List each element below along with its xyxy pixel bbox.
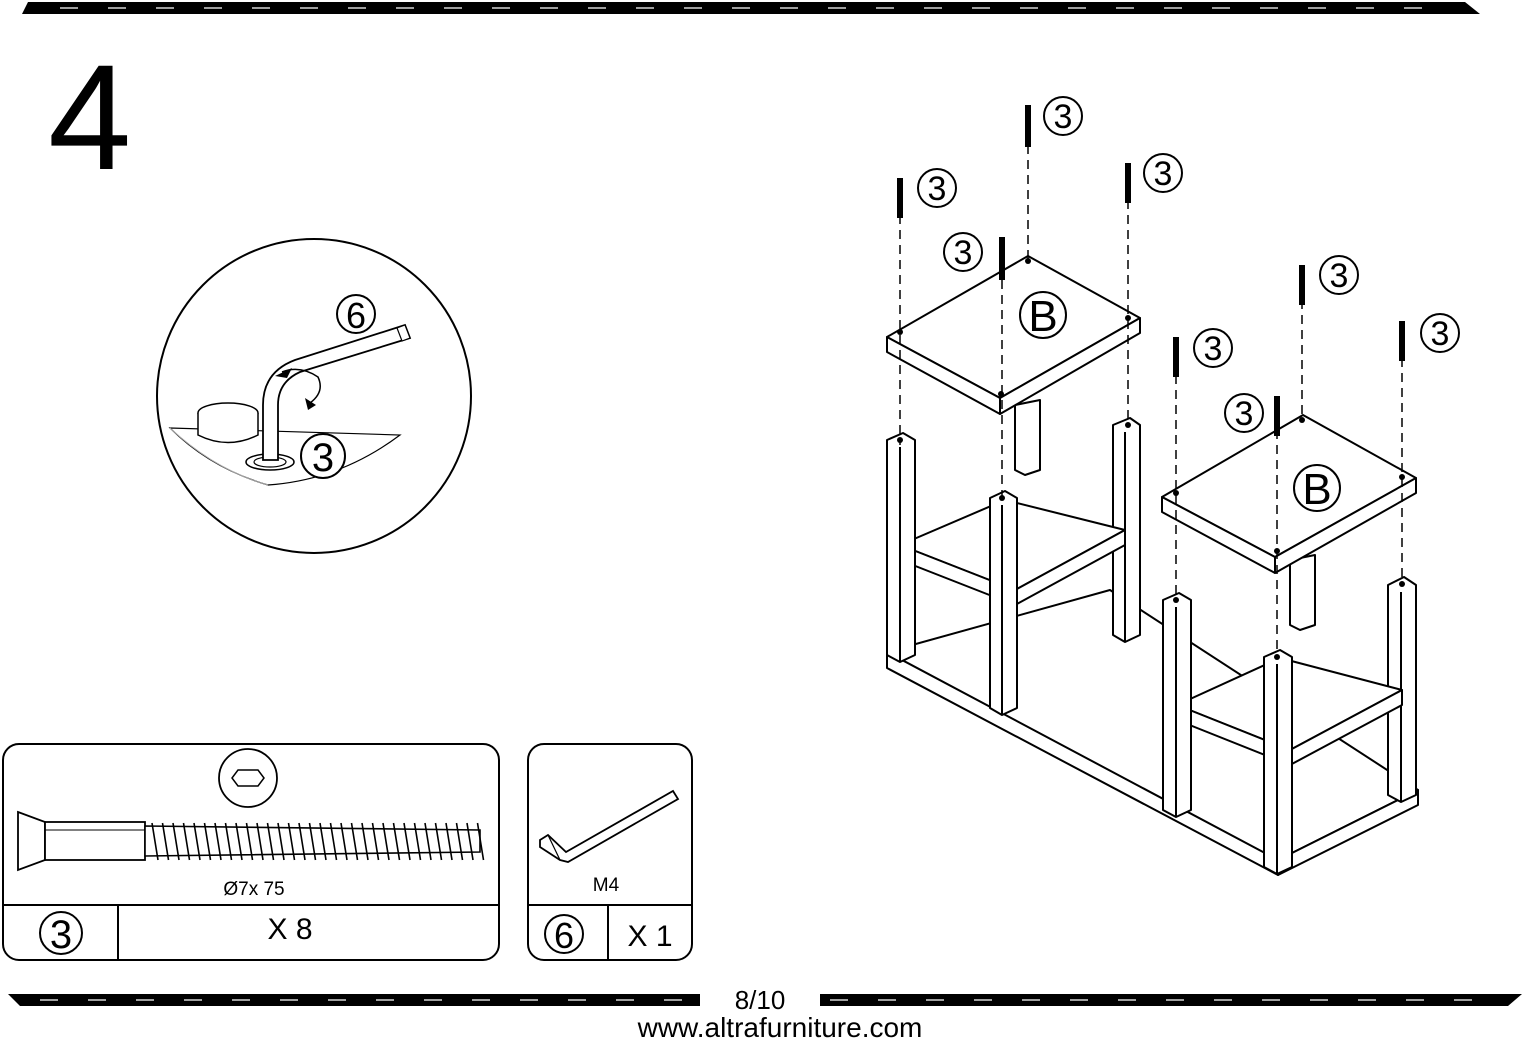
screw-callout-8: 3 <box>1235 395 1254 433</box>
screw-callout-4: 3 <box>954 234 973 272</box>
top-banner-bar <box>22 2 1480 14</box>
website-url: www.altrafurniture.com <box>637 1012 923 1043</box>
screw-callout-1: 3 <box>928 170 947 208</box>
detail-screw-callout: 3 <box>312 436 334 480</box>
allen-key-part-number: 6 <box>554 915 574 956</box>
page-number: 8/10 <box>700 985 820 1015</box>
allen-key-part-box <box>527 743 693 961</box>
screw-callout-2: 3 <box>1054 98 1073 136</box>
allen-key-quantity: X 1 <box>627 920 672 953</box>
allen-key-spec: M4 <box>593 875 620 896</box>
bottom-banner-bar-left <box>8 994 722 1006</box>
screw-callout-3: 3 <box>1154 155 1173 193</box>
bottom-banner-bar-right <box>804 994 1522 1006</box>
screw-part-box <box>2 743 500 961</box>
detail-tool-callout: 6 <box>346 295 366 336</box>
screw-callout-6: 3 <box>1330 257 1349 295</box>
screw-part-number: 3 <box>50 913 72 957</box>
screw-quantity: X 8 <box>267 913 312 946</box>
panel-label-right: B <box>1302 465 1331 514</box>
panel-label-left: B <box>1028 292 1057 341</box>
screw-spec: Ø7x 75 <box>223 879 284 900</box>
screw-callout-5: 3 <box>1204 330 1223 368</box>
screw-callout-7: 3 <box>1431 315 1450 353</box>
step-number: 4 <box>48 33 132 201</box>
